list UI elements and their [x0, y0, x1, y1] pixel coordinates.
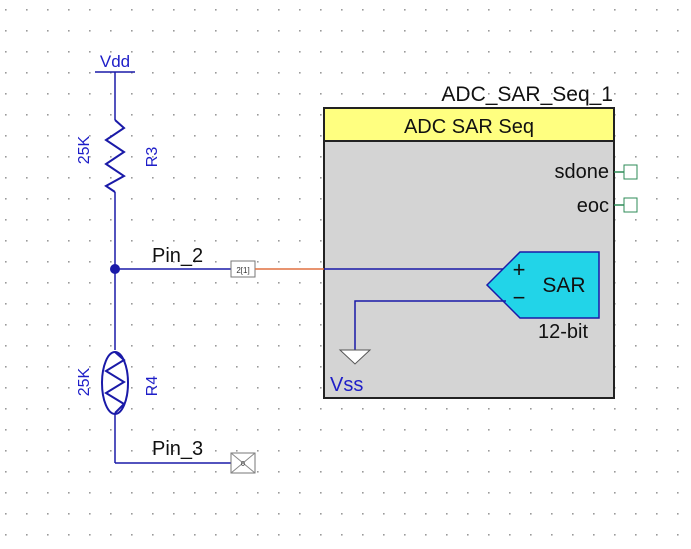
r3-ref-label: R3: [144, 147, 161, 168]
sdone-label: sdone: [555, 161, 610, 183]
component-instance-name: ADC_SAR_Seq_1: [441, 83, 613, 106]
resistor-r4[interactable]: 25K R4: [76, 351, 161, 415]
wire-vss: [354, 300, 506, 350]
eoc-terminal[interactable]: [623, 197, 638, 213]
vdd-label: Vdd: [100, 52, 130, 71]
pin2-label: Pin_2: [152, 245, 203, 267]
pin3-box[interactable]: 0: [230, 452, 256, 474]
sar-plus-sign: +: [513, 257, 526, 282]
r4-value-label: 25K: [76, 367, 93, 396]
component-title: ADC SAR Seq: [404, 116, 534, 138]
sar-label: SAR: [542, 274, 585, 297]
component-header: [323, 107, 615, 142]
sar-resolution: 12-bit: [538, 321, 588, 343]
pin2-box-text: 2[1]: [236, 266, 249, 275]
pin3-box-text: 0: [241, 461, 245, 468]
pin2-box[interactable]: 2[1]: [230, 260, 256, 278]
sar-minus-sign: −: [513, 285, 526, 310]
r4-ref-label: R4: [144, 376, 161, 397]
eoc-label: eoc: [577, 195, 609, 217]
resistor-r3[interactable]: 25K R3: [76, 119, 161, 193]
vdd-symbol[interactable]: Vdd: [95, 52, 135, 120]
vss-ground-symbol: [338, 349, 372, 365]
adc-sar-seq-component[interactable]: ADC_SAR_Seq_1 ADC SAR Seq sdone eoc + − …: [255, 83, 638, 399]
vss-label: Vss: [330, 374, 363, 396]
sdone-terminal[interactable]: [623, 164, 638, 180]
pin3-label: Pin_3: [152, 438, 203, 460]
sar-block: [485, 251, 600, 319]
r3-value-label: 25K: [76, 135, 93, 164]
